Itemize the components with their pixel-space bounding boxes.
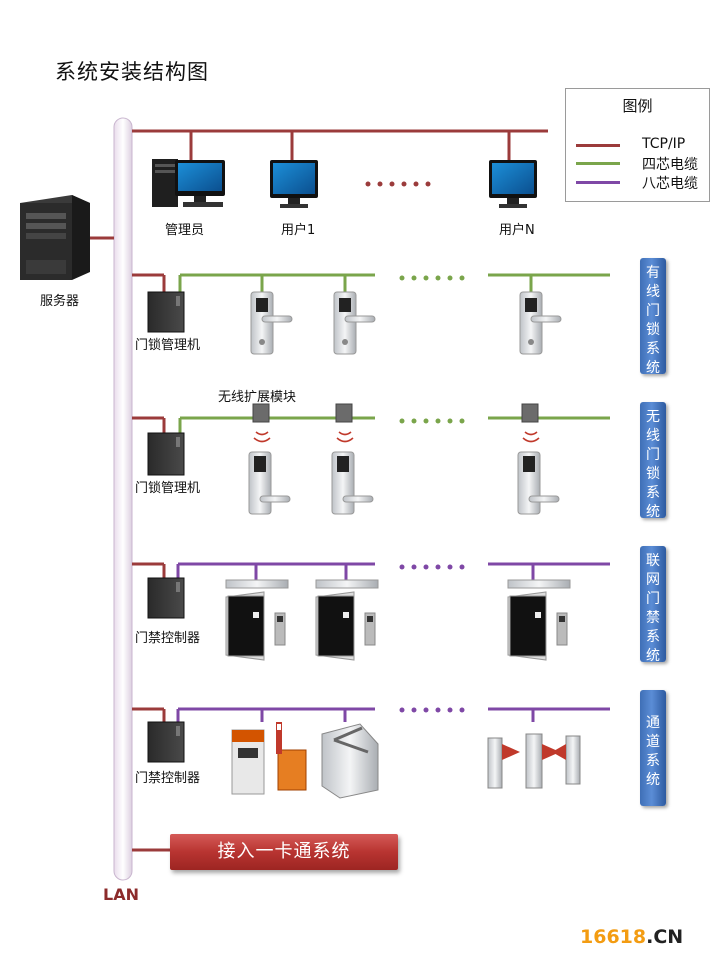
tcp-lines bbox=[88, 129, 548, 852]
wireless-lock-icon bbox=[248, 451, 291, 515]
user1-label: 用户1 bbox=[281, 223, 316, 238]
legend-swatch-tcp bbox=[576, 144, 620, 147]
door-lock-manager-1-icon bbox=[147, 291, 185, 333]
parking-ticket-machine-icon bbox=[231, 729, 265, 795]
access-door-icon bbox=[315, 579, 379, 661]
wireless-lock-icon bbox=[331, 451, 374, 515]
access-controller-1-label: 门禁控制器 bbox=[135, 631, 201, 646]
legend-title: 图例 bbox=[622, 97, 653, 115]
wired-lock-icon bbox=[333, 291, 376, 355]
legend-swatch-four-core bbox=[576, 162, 620, 165]
legend-item-tcp: TCP/IP bbox=[576, 136, 704, 154]
eight-core-dots bbox=[399, 564, 465, 713]
system-box-wired-lock: 有线门锁系统 bbox=[640, 258, 666, 376]
system-box-channel: 通道系统 bbox=[640, 690, 666, 806]
tcp-dots bbox=[365, 181, 431, 187]
wireless-module-icon bbox=[335, 403, 354, 443]
four-core-dots bbox=[399, 275, 465, 424]
server-label: 服务器 bbox=[40, 294, 80, 309]
user1-monitor-icon bbox=[270, 160, 318, 208]
legend-label-tcp: TCP/IP bbox=[642, 136, 686, 152]
brand-number: 16618 bbox=[580, 926, 647, 948]
server-tower-icon bbox=[20, 195, 90, 280]
system-box-channel-label: 通道系统 bbox=[646, 715, 660, 788]
admin-computer-icon bbox=[152, 159, 225, 207]
access-door-icon bbox=[225, 579, 289, 661]
system-box-wireless-lock-label: 无线门锁系统 bbox=[646, 409, 660, 520]
page-title: 系统安装结构图 bbox=[55, 60, 209, 84]
flap-barrier-icon bbox=[487, 733, 581, 789]
wireless-module-icon bbox=[252, 403, 271, 443]
access-controller-2-label: 门禁控制器 bbox=[135, 771, 201, 786]
barrier-gate-icon bbox=[276, 722, 307, 791]
legend: 图例 TCP/IP 四芯电缆 八芯电缆 bbox=[565, 88, 710, 202]
wireless-module-icon bbox=[521, 403, 540, 443]
system-box-access-control: 联网门禁系统 bbox=[640, 546, 666, 664]
wireless-lock-icon bbox=[517, 451, 560, 515]
door-lock-manager-2-icon bbox=[147, 432, 185, 476]
wireless-module-label: 无线扩展模块 bbox=[218, 390, 297, 405]
brand-watermark: 16618.CN bbox=[580, 926, 683, 948]
userN-label: 用户N bbox=[499, 223, 535, 238]
legend-item-four-core: 四芯电缆 bbox=[576, 154, 704, 173]
door-lock-manager-2-label: 门锁管理机 bbox=[135, 481, 201, 496]
legend-swatch-eight-core bbox=[576, 181, 620, 184]
eight-core-lines bbox=[176, 562, 610, 722]
wired-lock-icon bbox=[250, 291, 293, 355]
legend-label-eight-core: 八芯电缆 bbox=[642, 176, 698, 192]
admin-label: 管理员 bbox=[165, 223, 205, 238]
four-core-lines bbox=[178, 273, 610, 433]
brand-suffix: .CN bbox=[646, 926, 684, 948]
access-controller-1-icon bbox=[147, 577, 185, 619]
access-door-icon bbox=[507, 579, 571, 661]
door-lock-manager-1-label: 门锁管理机 bbox=[135, 338, 201, 353]
legend-item-eight-core: 八芯电缆 bbox=[576, 173, 704, 192]
lan-label: LAN bbox=[103, 885, 139, 904]
system-box-wireless-lock: 无线门锁系统 bbox=[640, 402, 666, 520]
lan-backbone bbox=[113, 117, 133, 881]
legend-label-four-core: 四芯电缆 bbox=[642, 157, 698, 173]
onecard-system-button[interactable]: 接入一卡通系统 bbox=[170, 834, 398, 870]
system-box-access-control-label: 联网门禁系统 bbox=[646, 553, 660, 664]
wired-lock-icon bbox=[519, 291, 562, 355]
tripod-turnstile-icon bbox=[321, 723, 379, 799]
userN-monitor-icon bbox=[489, 160, 537, 208]
access-controller-2-icon bbox=[147, 721, 185, 763]
system-box-wired-lock-label: 有线门锁系统 bbox=[646, 265, 660, 376]
